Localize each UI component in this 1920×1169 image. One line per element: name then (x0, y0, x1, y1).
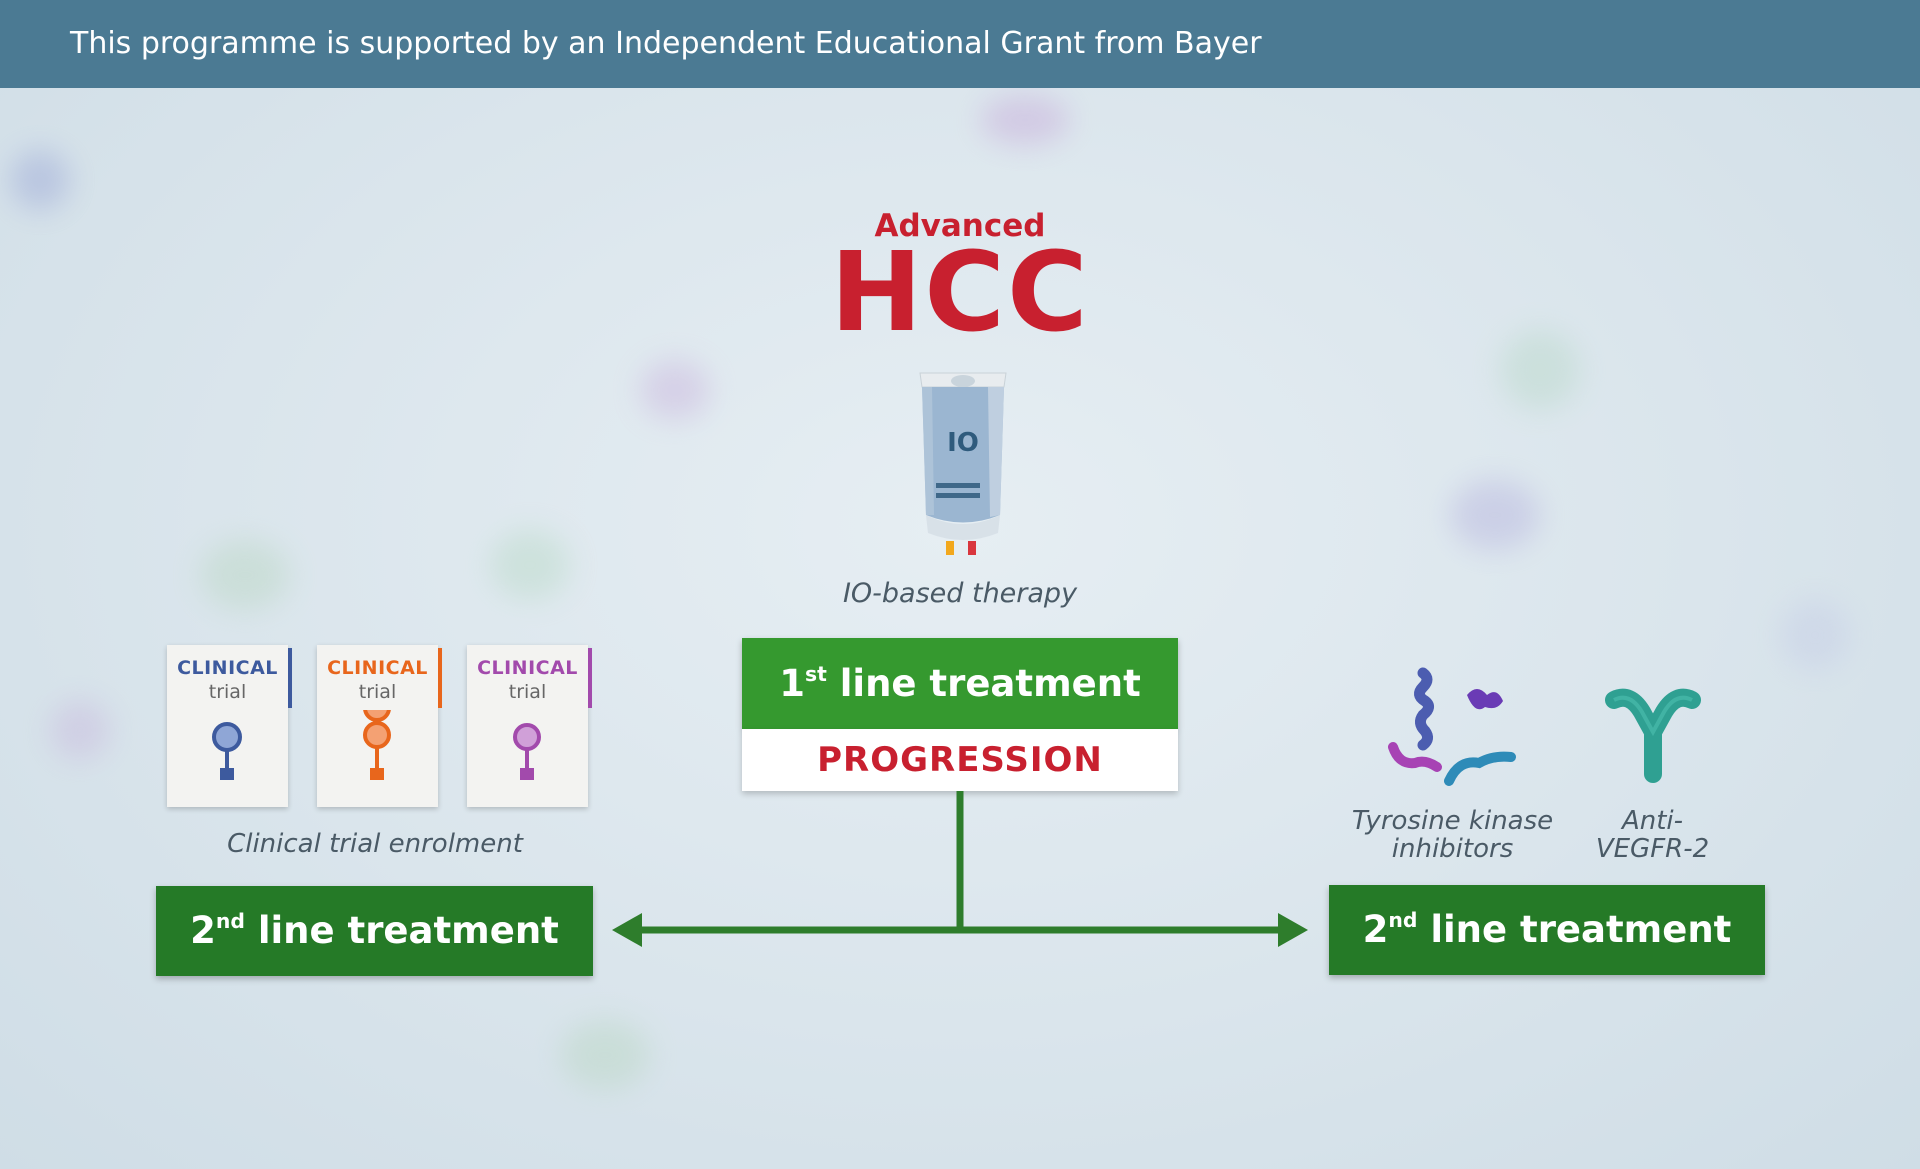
card-subtitle: trial (358, 681, 397, 703)
card-title: CLINICAL (327, 657, 428, 679)
arrow-left-icon (612, 913, 642, 947)
sponsor-banner: This programme is supported by an Indepe… (0, 0, 1920, 88)
single-pin-icon (212, 722, 242, 780)
first-line-ordinal-suffix: st (804, 661, 827, 686)
hcc-title: HCC (830, 228, 1090, 356)
second-line-left-ordinal-suffix: nd (215, 908, 245, 933)
clinical-trial-card: CLINICAL trial (467, 645, 592, 807)
card-accent-bar (288, 648, 292, 708)
second-line-left-text: line treatment (244, 909, 559, 952)
first-line-text: line treatment (826, 662, 1141, 705)
second-line-right-ordinal: 2 (1362, 908, 1389, 951)
io-therapy-label: IO-based therapy (842, 578, 1078, 609)
second-line-right-ordinal-suffix: nd (1388, 907, 1418, 932)
antibody-icon (1605, 688, 1701, 783)
second-line-right-text: line treatment (1417, 908, 1732, 951)
clinical-trial-card: CLINICAL trial (167, 645, 292, 807)
io-bag-label: IO (947, 428, 979, 458)
sponsor-text: This programme is supported by an Indepe… (70, 26, 1262, 61)
second-line-left-ordinal: 2 (190, 909, 216, 952)
advanced-label: Advanced (874, 208, 1046, 244)
arrow-right-icon (1278, 913, 1308, 947)
single-pin-icon (513, 723, 541, 780)
tyrosine-kinase-molecule-icon (1388, 667, 1516, 786)
card-accent-bar (588, 648, 592, 708)
card-subtitle: trial (208, 681, 247, 703)
iv-bag-icon: IO (919, 372, 1007, 555)
card-title: CLINICAL (477, 657, 578, 679)
double-pin-icon (363, 710, 391, 780)
clinical-trial-enrolment-label: Clinical trial enrolment (227, 829, 523, 859)
first-line-ordinal: 1 (779, 662, 805, 705)
card-subtitle: trial (508, 681, 547, 703)
card-title: CLINICAL (177, 657, 278, 679)
second-line-treatment-right-box: 2nd line treatment (1329, 885, 1765, 975)
vegfr-label-line1: Anti- (1621, 806, 1684, 836)
tki-label: Tyrosine kinase inhibitors (1330, 807, 1575, 863)
first-line-treatment-box: 1st line treatment (742, 638, 1178, 729)
progression-box: PROGRESSION (742, 729, 1178, 791)
tki-label-line2: inhibitors (1391, 834, 1514, 864)
vegfr-label-line2: VEGFR-2 (1595, 834, 1710, 864)
clinical-trial-card: CLINICAL trial (317, 645, 442, 807)
card-accent-bar (438, 648, 442, 708)
anti-vegfr2-label: Anti- VEGFR-2 (1575, 807, 1730, 863)
tki-label-line1: Tyrosine kinase (1351, 806, 1554, 836)
second-line-treatment-left-box: 2nd line treatment (156, 886, 593, 976)
